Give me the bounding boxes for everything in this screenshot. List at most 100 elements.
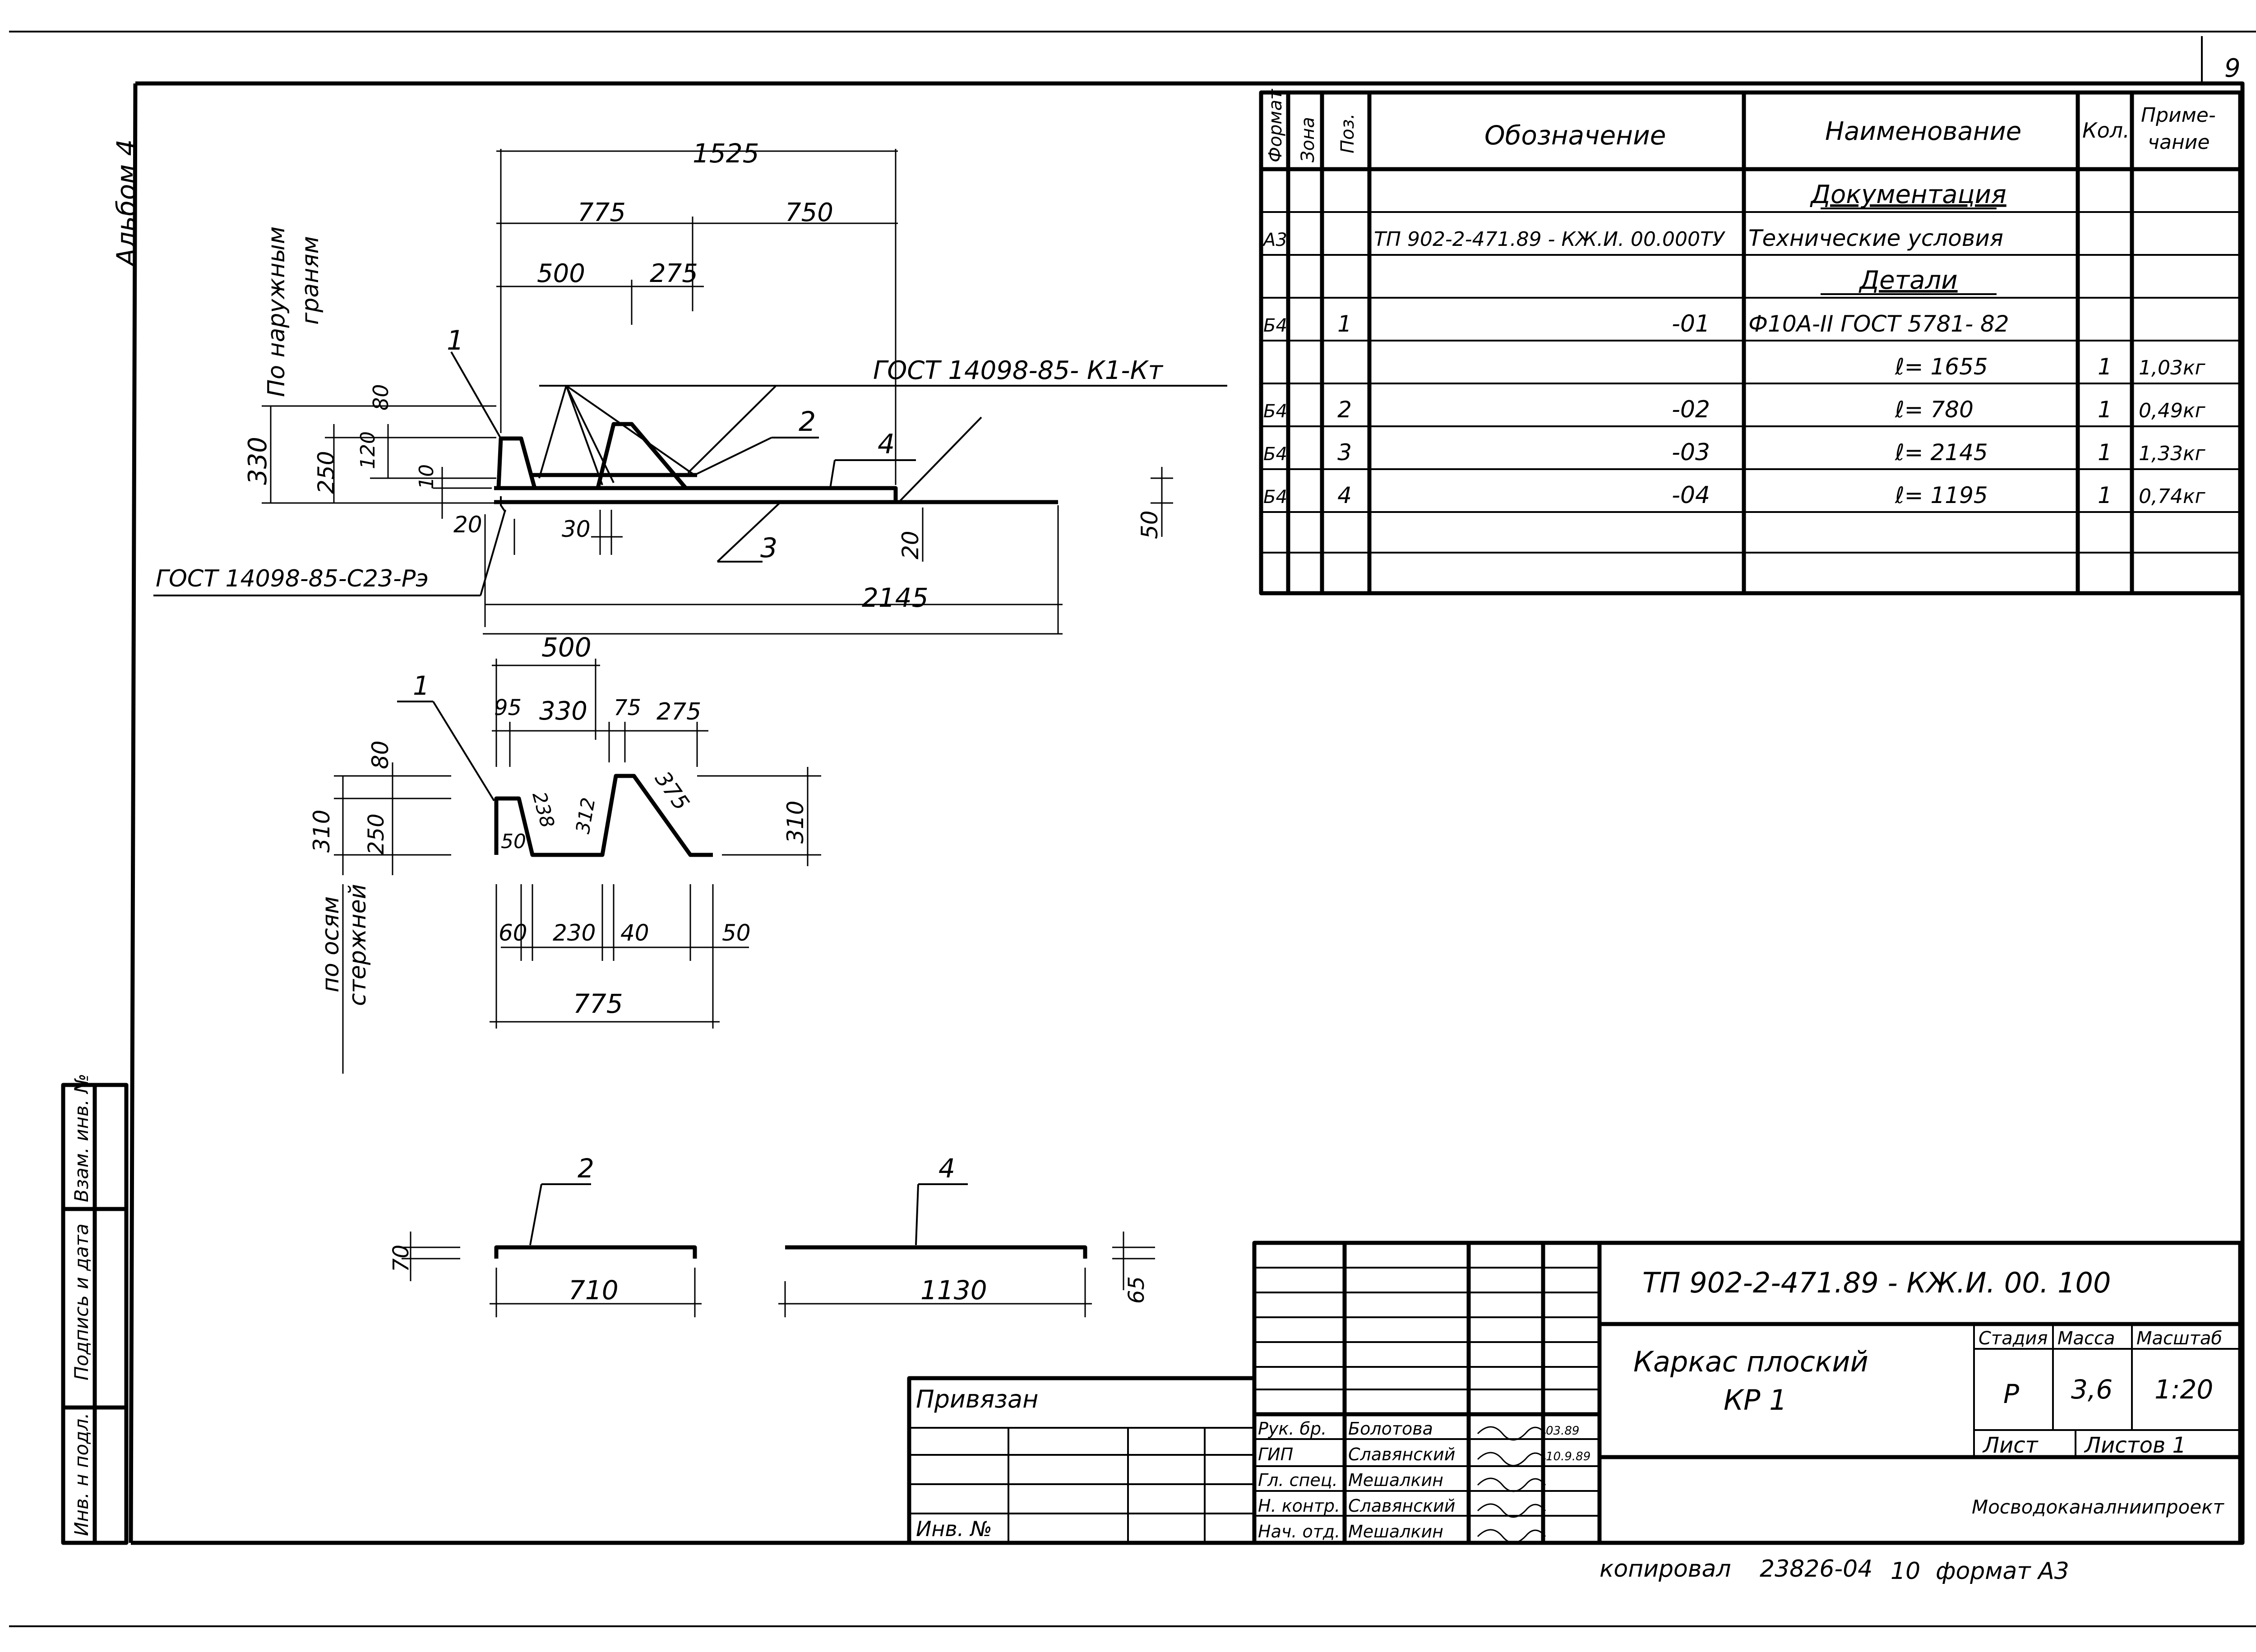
spec-cell-format: Б4 <box>1263 487 1287 508</box>
frame-pos-3: 3 <box>760 532 777 564</box>
d1-dim-60: 60 <box>499 920 527 946</box>
detail-2-length: 710 <box>569 1275 619 1306</box>
d1-dim-50-side: 50 <box>501 830 526 853</box>
detail-4-length: 1130 <box>920 1275 987 1306</box>
detail-4-bar <box>785 1245 1087 1259</box>
spec-cell-pos: 2 <box>1337 397 1352 423</box>
spec-header-qty: Кол. <box>2082 118 2130 143</box>
d1-dim-238: 238 <box>528 789 559 830</box>
detail-4-height: 65 <box>1124 1276 1149 1304</box>
axes-label-1: по осям <box>317 896 344 992</box>
title-sheet: Лист <box>1982 1433 2039 1458</box>
binding-inv: Инв. № <box>916 1517 992 1541</box>
title-scale-header: Масштаб <box>2136 1328 2222 1349</box>
role-name: Болотова <box>1348 1419 1433 1439</box>
spec-cell-format: Б4 <box>1263 444 1287 465</box>
dim-50: 50 <box>1137 510 1163 539</box>
detail-1-dimensions <box>334 659 821 1074</box>
d1-dim-275: 275 <box>656 698 701 725</box>
detail-4-pos: 4 <box>938 1153 955 1184</box>
title-name-2: КР 1 <box>1724 1384 1787 1417</box>
binding-title: Привязан <box>916 1385 1038 1413</box>
role-name: Мешалкин <box>1348 1522 1443 1541</box>
role-label: Н. контр. <box>1258 1496 1340 1516</box>
spec-cell-qty: 1 <box>2098 439 2112 466</box>
spec-header-note-1: Приме- <box>2141 104 2216 127</box>
frame-leaders <box>153 351 1227 596</box>
bar-4 <box>494 486 898 502</box>
footer-format: формат А3 <box>1936 1558 2069 1585</box>
title-mass-header: Масса <box>2057 1328 2115 1349</box>
detail-2-height: 70 <box>388 1245 414 1272</box>
dim-330: 330 <box>243 437 273 485</box>
d1-dim-230: 230 <box>553 920 596 946</box>
frame-dimensions <box>262 149 1173 635</box>
spec-cell-qty: 1 <box>2098 397 2112 423</box>
footer-sheet-no: 10 <box>1891 1558 1920 1585</box>
title-scale: 1:20 <box>2154 1374 2213 1405</box>
signature-mark <box>1477 1452 1546 1467</box>
role-name: Мешалкин <box>1348 1470 1443 1490</box>
dim-80: 80 <box>369 384 393 411</box>
bar-1 <box>496 422 717 490</box>
dim-275: 275 <box>650 259 698 288</box>
role-date: 03.89 <box>1546 1424 1579 1438</box>
spec-cell-qty: 1 <box>2098 482 2112 508</box>
gost-bottom-label: ГОСТ 14098-85-С23-Рэ <box>156 565 429 592</box>
outer-faces-label-2: граням <box>297 236 324 325</box>
d1-dim-500: 500 <box>541 632 592 663</box>
spec-header-note-2: чание <box>2148 131 2210 154</box>
d1-dim-95: 95 <box>494 695 522 720</box>
spec-cell-note: 1,03кг <box>2139 356 2206 379</box>
signature-mark <box>1477 1503 1546 1518</box>
title-mass: 3,6 <box>2071 1374 2113 1405</box>
frame-pos-2: 2 <box>799 406 816 438</box>
spec-cell-designation: -03 <box>1672 439 1710 466</box>
title-code: ТП 902-2-471.89 - КЖ.И. 00. 100 <box>1642 1266 2111 1299</box>
role-name: Славянский <box>1348 1496 1455 1516</box>
dim-20-right: 20 <box>897 531 924 559</box>
footer-copied: копировал <box>1600 1555 1731 1583</box>
d1-dim-775: 775 <box>573 988 623 1019</box>
album-label: Альбом 4 <box>111 139 142 268</box>
title-stage: Р <box>2003 1379 2019 1409</box>
d1-dim-75: 75 <box>614 695 641 720</box>
d1-dim-40: 40 <box>620 920 649 946</box>
signature-mark <box>1477 1426 1546 1441</box>
d1-dim-50-bottom: 50 <box>722 920 751 946</box>
title-organization: Мосводоканалниипроект <box>1972 1496 2224 1518</box>
signature-mark <box>1477 1477 1546 1492</box>
title-name-1: Каркас плоский <box>1633 1345 1868 1378</box>
side-stamp-vzam: Взам. инв. № <box>70 1074 92 1202</box>
spec-cell-name: ℓ= 1655 <box>1895 354 1988 380</box>
dim-1525: 1525 <box>693 138 759 169</box>
frame-pos-1: 1 <box>447 325 464 356</box>
dim-250: 250 <box>313 451 339 494</box>
spec-cell-name: ℓ= 2145 <box>1895 439 1988 466</box>
spec-cell-name: Технические условия <box>1748 225 2003 251</box>
page-number: 9 <box>2224 54 2241 83</box>
bar-1-end <box>500 496 506 513</box>
side-stamp-inv: Инв. н подл. <box>70 1412 92 1536</box>
spec-cell-format: А3 <box>1262 230 1287 250</box>
spec-header-name: Наименование <box>1825 117 2021 146</box>
detail-2-bar <box>494 1245 697 1259</box>
spec-cell-name: Документация <box>1809 180 2006 209</box>
spec-header-pos: Поз. <box>1337 113 1358 153</box>
dim-2145: 2145 <box>862 582 929 613</box>
spec-cell-pos: 1 <box>1337 311 1352 337</box>
detail-1-bar <box>494 774 713 857</box>
gost-top-label: ГОСТ 14098-85- К1-Кт <box>873 356 1163 385</box>
spec-cell-designation: -02 <box>1672 396 1710 423</box>
dim-20-left: 20 <box>453 512 482 538</box>
footer-order: 23826-04 <box>1760 1555 1872 1583</box>
dim-10: 10 <box>415 464 438 489</box>
spec-cell-name: ℓ= 780 <box>1895 397 1974 423</box>
role-label: Нач. отд. <box>1258 1522 1340 1541</box>
title-stage-header: Стадия <box>1979 1328 2048 1349</box>
spec-cell-name: Детали <box>1858 266 1957 295</box>
signature-mark <box>1477 1529 1546 1544</box>
